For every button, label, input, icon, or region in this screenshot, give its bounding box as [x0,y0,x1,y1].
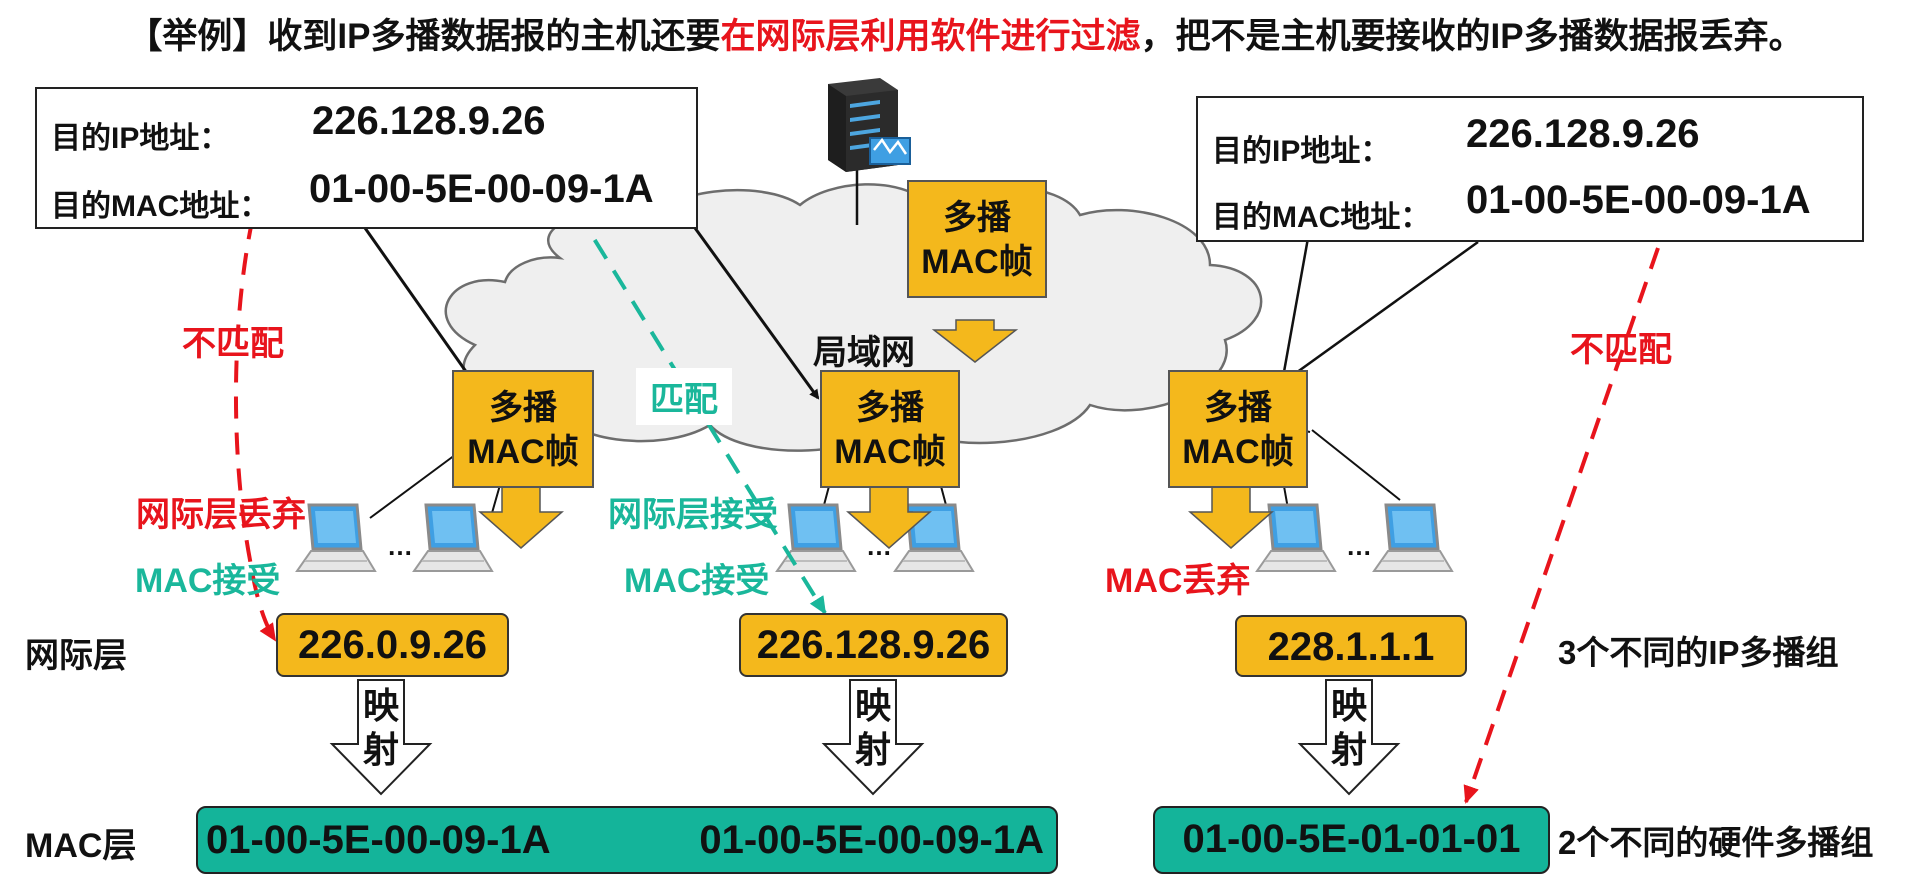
packet-left-dest-mac-label: 目的MAC地址： [51,190,270,223]
laptop-icon [1372,503,1454,573]
packet-left-dest-ip-label: 目的IP地址： [51,122,230,155]
ellipsis-3: … [1346,531,1372,561]
packet-left-dest-ip-value: 226.128.9.26 [312,99,546,143]
ip-group-2: 226.128.9.26 [739,613,1008,677]
label-mismatch-left: 不匹配 [182,325,284,363]
server-icon [828,78,911,225]
page-title: 【举例】收到IP多播数据报的主机还要在网际层利用软件进行过滤，把不是主机要接收的… [0,8,1931,59]
label-ip-accept: 网际层接受 [608,496,778,534]
ip-group-1: 226.0.9.26 [276,613,509,677]
laptop-icon [775,503,857,573]
ip-group-note: 3个不同的IP多播组 [1558,634,1839,671]
frame-line2: MAC帧 [467,433,579,471]
mac-group-shared-right: 01-00-5E-00-09-1A [699,818,1044,862]
label-mac-accept-1: MAC接受 [135,562,281,600]
title-part1: 【举例】收到IP多播数据报的主机还要 [127,17,721,56]
label-match: 匹配 [636,368,732,425]
packet-right-dest-mac-label: 目的MAC地址： [1212,201,1431,234]
multicast-frame-host-group-3: 多播 MAC帧 [1168,370,1308,488]
ellipsis-1: … [387,531,413,561]
packet-left-dest-mac-value: 01-00-5E-00-09-1A [309,167,654,211]
laptop-icon [412,503,494,573]
mac-layer-label: MAC层 [25,827,137,865]
frame-line1: 多播 [943,199,1011,237]
frame-line2: MAC帧 [834,433,946,471]
label-mac-discard: MAC丢弃 [1105,562,1251,600]
mapping-label-3: 映 射 [1330,685,1367,770]
frame-line2: MAC帧 [921,243,1033,281]
title-highlight: 在网际层利用软件进行过滤 [720,17,1141,56]
multicast-frame-server: 多播 MAC帧 [907,180,1047,298]
multicast-frame-host-group-1: 多播 MAC帧 [452,370,594,488]
frame-line1: 多播 [489,389,557,427]
frame-line1: 多播 [1204,389,1272,427]
mac-group-separate: 01-00-5E-01-01-01 [1153,806,1550,874]
laptop-icon [295,503,377,573]
mapping-label-1: 映 射 [362,685,399,770]
multicast-frame-host-group-2: 多播 MAC帧 [820,370,960,488]
packet-right-dest-ip-label: 目的IP地址： [1212,135,1391,168]
packet-right-dest-ip-value: 226.128.9.26 [1466,112,1700,156]
label-mismatch-right: 不匹配 [1570,331,1672,369]
lan-label: 局域网 [813,334,915,372]
mac-group-shared-left: 01-00-5E-00-09-1A [206,818,551,862]
packet-right-dest-mac-value: 01-00-5E-00-09-1A [1466,178,1811,222]
mac-group-shared: 01-00-5E-00-09-1A 01-00-5E-00-09-1A [196,806,1058,874]
label-mac-accept-2: MAC接受 [624,562,770,600]
label-ip-discard: 网际层丢弃 [136,496,306,534]
mapping-label-2: 映 射 [854,685,891,770]
packet-right-box: 目的IP地址： 226.128.9.26 目的MAC地址： 01-00-5E-0… [1196,96,1864,242]
ellipsis-2: … [866,531,892,561]
frame-line2: MAC帧 [1182,433,1294,471]
ip-layer-label: 网际层 [25,637,127,675]
hw-group-note: 2个不同的硬件多播组 [1558,824,1874,861]
frame-line1: 多播 [856,389,924,427]
ip-group-3: 228.1.1.1 [1235,615,1467,677]
title-part3: ，把不是主机要接收的IP多播数据报丢弃。 [1140,17,1804,56]
packet-left-box: 目的IP地址： 226.128.9.26 目的MAC地址： 01-00-5E-0… [35,87,698,229]
